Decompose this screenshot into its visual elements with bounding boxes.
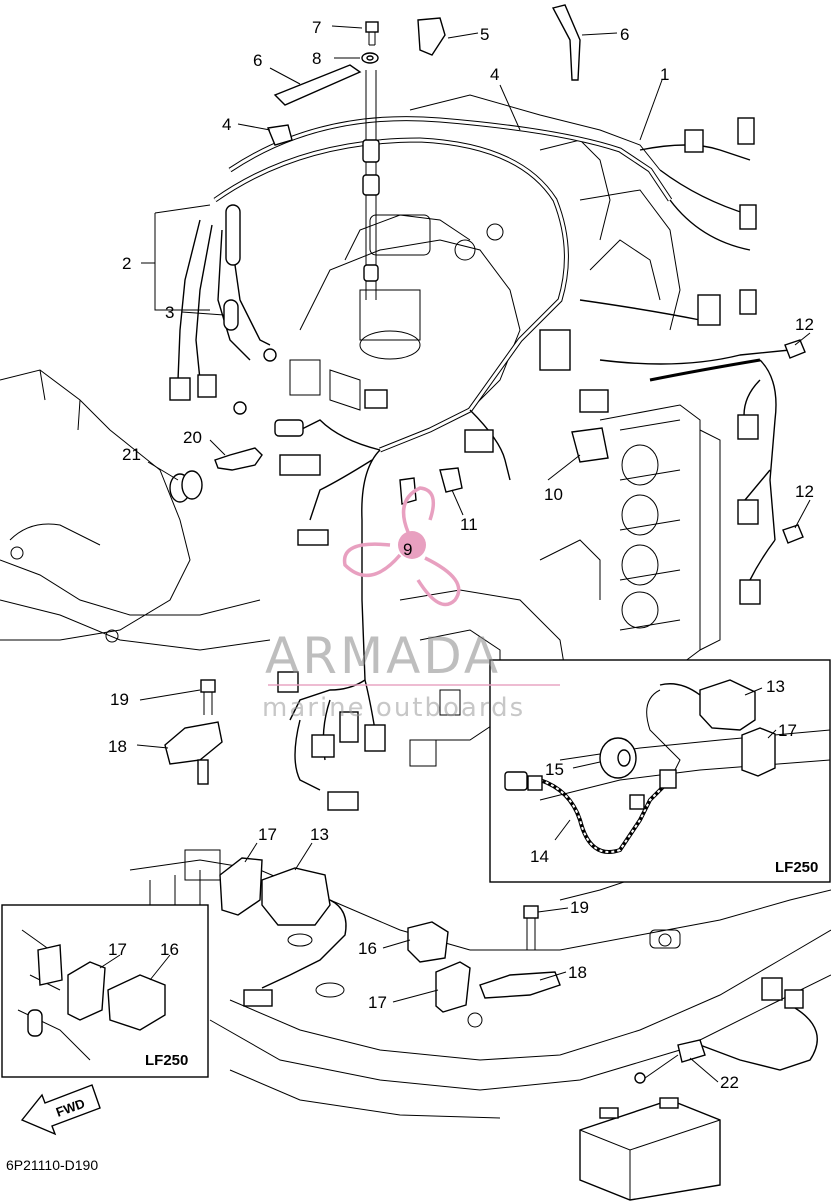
- callout-16b: 16: [160, 940, 179, 959]
- callout-18b: 18: [568, 963, 587, 982]
- callout-8: 8: [312, 49, 321, 68]
- callout-17b: 17: [778, 721, 797, 740]
- callout-15: 15: [545, 760, 564, 779]
- callout-12b: 12: [795, 482, 814, 501]
- callout-18a: 18: [108, 737, 127, 756]
- fwd-arrow: FWD: [20, 1084, 101, 1136]
- callout-numbers: 7 8 5 6 6 4 4 1 2 3 12 12 20 21 9 10 11 …: [108, 18, 814, 1092]
- callout-7: 7: [312, 18, 321, 37]
- callout-19a: 19: [110, 690, 129, 709]
- callout-6a: 6: [253, 51, 262, 70]
- callout-5: 5: [480, 25, 489, 44]
- watermark-tagline: marine outboards: [262, 693, 525, 723]
- diagram-code: 6P21110-D190: [6, 1157, 98, 1173]
- callout-4b: 4: [490, 65, 499, 84]
- inset-left-label: LF250: [145, 1052, 188, 1069]
- callout-10: 10: [544, 485, 563, 504]
- callout-12a: 12: [795, 315, 814, 334]
- watermark-brand: ARMADA: [265, 627, 501, 685]
- armada-watermark: ARMADA marine outboards: [262, 486, 560, 723]
- callout-4a: 4: [222, 115, 231, 134]
- callout-17a: 17: [258, 825, 277, 844]
- callout-2: 2: [122, 254, 131, 273]
- callout-16a: 16: [358, 939, 377, 958]
- engine-structure: [0, 94, 831, 1119]
- callout-22: 22: [720, 1073, 739, 1092]
- callout-6b: 6: [620, 25, 629, 44]
- callout-14: 14: [530, 847, 549, 866]
- propeller-logo: [342, 486, 461, 607]
- leader-lines: [99, 25, 811, 1083]
- callout-1: 1: [660, 65, 669, 84]
- callout-11: 11: [460, 515, 478, 534]
- callout-13a: 13: [310, 825, 329, 844]
- callout-9: 9: [403, 540, 412, 559]
- callout-13b: 13: [766, 677, 785, 696]
- inset-lf250-left: LF250: [1, 904, 209, 1078]
- callout-17c: 17: [368, 993, 387, 1012]
- callout-17d: 17: [108, 940, 127, 959]
- inset-lf250-right: LF250: [489, 659, 831, 883]
- callout-20: 20: [183, 428, 202, 447]
- callout-21: 21: [122, 445, 141, 464]
- inset-right-label: LF250: [775, 859, 818, 876]
- parts: [164, 4, 818, 1201]
- callout-3: 3: [165, 303, 174, 322]
- callout-19b: 19: [570, 898, 589, 917]
